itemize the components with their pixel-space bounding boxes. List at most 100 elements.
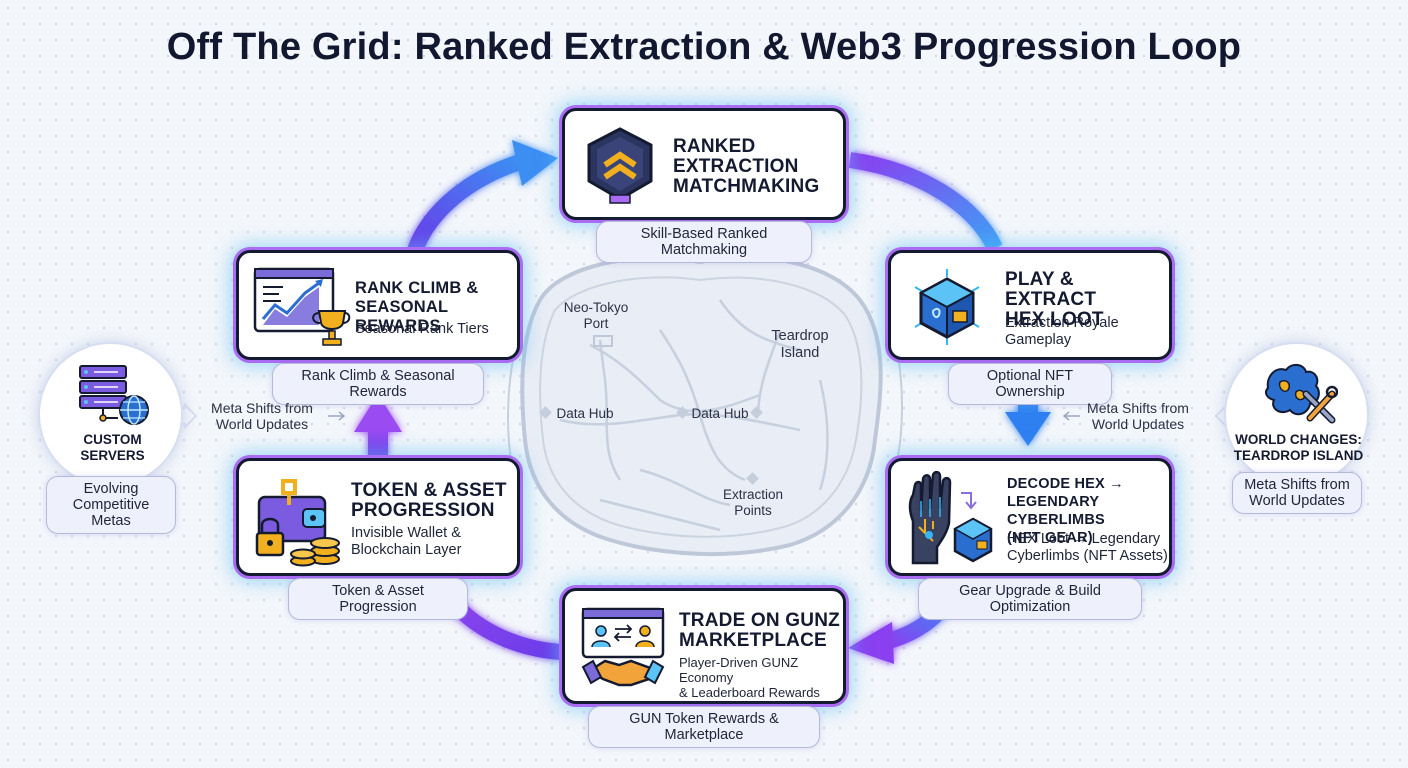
stage-subtitle-play-line1: Extraction Royale	[1005, 315, 1119, 331]
custom-servers-title: CUSTOM SERVERS	[40, 432, 185, 464]
left-meta-note-line2: World Updates	[215, 416, 309, 432]
chart-trophy-icon	[253, 267, 351, 346]
stage-title-rank: RANK CLIMB & SEASONAL REWARDS	[355, 279, 517, 336]
custom-servers-pill-line1: Evolving	[83, 481, 139, 497]
hex-crate-icon	[914, 269, 980, 345]
stage-card-rank[interactable]: RANK CLIMB & SEASONAL REWARDS Seasonal R…	[236, 250, 520, 360]
stage-title-trade-line1: TRADE ON GUNZ	[679, 610, 840, 631]
stage-title-rank-line2: SEASONAL REWARDS	[355, 298, 448, 335]
stage-pill-play: Optional NFT Ownership	[948, 363, 1112, 405]
stage-card-ranked[interactable]: RANKED EXTRACTION MATCHMAKING	[562, 108, 846, 220]
stage-pill-token: Token & Asset Progression	[288, 578, 468, 620]
stage-pill-ranked: Skill-Based Ranked Matchmaking	[596, 221, 812, 263]
stage-title-decode-line2: LEGENDARY CYBERLIMBS	[1007, 494, 1105, 528]
map-roads	[559, 299, 829, 532]
world-changes-title-line1: WORLD CHANGES:	[1235, 432, 1362, 447]
stage-card-token[interactable]: TOKEN & ASSET PROGRESSION Invisible Wall…	[236, 458, 520, 576]
map-label-data-hub-left: Data Hub	[556, 406, 614, 421]
map-label-neo-tokyo-line1: Neo-Tokyo	[563, 300, 629, 315]
neo-tokyo-pier	[593, 335, 613, 347]
map-label-extraction-line1: Extraction	[722, 487, 784, 502]
stage-title-ranked-line1: RANKED	[673, 136, 756, 157]
stage-title-ranked-line2: EXTRACTION	[673, 156, 799, 177]
left-meta-note-line1: Meta Shifts from	[211, 400, 313, 416]
stage-title-play-line1: PLAY & EXTRACT	[1005, 269, 1097, 310]
stage-subtitle-rank: Seasonal Rank Tiers	[355, 321, 489, 338]
custom-servers-bubble: CUSTOM SERVERS	[38, 342, 183, 487]
stage-card-play[interactable]: PLAY & EXTRACT HEX LOOT Extraction Royal…	[888, 250, 1172, 360]
stage-title-token-line1: TOKEN & ASSET	[351, 480, 507, 501]
arrow-ranked-to-play	[848, 152, 1003, 252]
world-changes-pill-line2: World Updates	[1249, 493, 1345, 509]
world-changes-pill: Meta Shifts from World Updates	[1232, 472, 1362, 514]
arrow-play-to-decode-head	[1005, 412, 1051, 446]
map-label-extraction-line2: Points	[734, 503, 772, 518]
stage-title-rank-line1: RANK CLIMB &	[355, 279, 479, 297]
wallet-icon	[255, 479, 340, 567]
map-label-teardrop: Teardrop Island	[760, 328, 840, 362]
stage-pill-rank: Rank Climb & Seasonal Rewards	[272, 363, 484, 405]
map-label-neo-tokyo-line2: Port	[583, 316, 609, 331]
world-changes-pill-line1: Meta Shifts from	[1244, 477, 1350, 493]
stage-pill-trade: GUN Token Rewards & Marketplace	[588, 706, 820, 748]
chevron-shield-icon	[587, 127, 653, 204]
map-label-teardrop-line2: Island	[780, 345, 820, 361]
stage-subtitle-token-line2: Blockchain Layer	[351, 542, 462, 558]
stage-title-trade: TRADE ON GUNZ MARKETPLACE	[679, 611, 840, 651]
left-note-arrow	[328, 411, 346, 421]
custom-servers-title-line2: SERVERS	[80, 448, 145, 463]
right-note-arrow	[1062, 411, 1080, 421]
right-meta-note-line1: Meta Shifts from	[1087, 400, 1189, 416]
map-label-data-hub-center: Data Hub	[691, 406, 749, 421]
stage-subtitle-decode: HEX Loot → Legendary Cyberlimbs (NFT Ass…	[1007, 531, 1168, 565]
stage-title-token-line2: PROGRESSION	[351, 500, 495, 521]
stage-subtitle-decode-line1: HEX Loot → Legendary	[1007, 531, 1161, 547]
stage-title-decode-line1: DECODE HEX →	[1007, 476, 1124, 492]
stage-title-trade-line2: MARKETPLACE	[679, 630, 827, 651]
stage-card-decode[interactable]: DECODE HEX → LEGENDARY CYBERLIMBS (NFT G…	[888, 458, 1172, 576]
page-title: Off The Grid: Ranked Extraction & Web3 P…	[166, 26, 1242, 68]
map-label-neo-tokyo: Neo-Tokyo Port	[556, 300, 636, 332]
right-meta-note-line2: World Updates	[1091, 416, 1185, 432]
stage-subtitle-token-line1: Invisible Wallet &	[351, 525, 461, 541]
stage-subtitle-play-line2: Gameplay	[1005, 332, 1072, 348]
map-label-teardrop-line1: Teardrop	[771, 328, 829, 344]
arrow-rank-to-ranked	[407, 154, 523, 254]
arrow-rank-to-ranked-head	[512, 140, 558, 186]
custom-servers-pill: Evolving Competitive Metas	[46, 476, 176, 534]
cyber-hand-icon	[908, 471, 993, 565]
world-changes-title: WORLD CHANGES: TEARDROP ISLAND	[1226, 432, 1371, 464]
server-globe-icon	[79, 365, 149, 425]
stage-pill-decode: Gear Upgrade & Build Optimization	[918, 578, 1142, 620]
stage-title-token: TOKEN & ASSET PROGRESSION	[351, 481, 507, 521]
stage-subtitle-trade-line2: & Leaderboard Rewards	[679, 685, 820, 700]
stage-subtitle-play: Extraction Royale Gameplay	[1005, 315, 1119, 349]
world-changes-bubble: WORLD CHANGES: TEARDROP ISLAND	[1224, 342, 1369, 487]
map-wrench-icon	[1265, 364, 1338, 424]
custom-servers-title-line1: CUSTOM	[83, 432, 142, 447]
stage-subtitle-trade: Player-Driven GUNZ Economy & Leaderboard…	[679, 655, 843, 700]
world-changes-title-line2: TEARDROP ISLAND	[1233, 448, 1364, 463]
left-bubble-tail	[183, 403, 198, 429]
left-meta-note: Meta Shifts from World Updates	[200, 400, 324, 432]
stage-subtitle-token: Invisible Wallet & Blockchain Layer	[351, 525, 461, 559]
stage-subtitle-trade-line1: Player-Driven GUNZ Economy	[679, 655, 799, 685]
arrow-decode-to-trade-head	[848, 622, 894, 664]
stage-title-ranked: RANKED EXTRACTION MATCHMAKING	[673, 137, 819, 197]
island-outline-inner	[539, 276, 863, 538]
stage-subtitle-decode-line2: Cyberlimbs (NFT Assets)	[1007, 548, 1168, 564]
island-map	[507, 241, 903, 557]
stage-subtitle-rank-line1: Seasonal Rank Tiers	[355, 321, 489, 337]
arrow-token-to-rank-head	[354, 394, 402, 432]
stage-card-trade[interactable]: TRADE ON GUNZ MARKETPLACE Player-Driven …	[562, 588, 846, 704]
right-meta-note: Meta Shifts from World Updates	[1082, 400, 1194, 432]
map-label-extraction: Extraction Points	[713, 487, 793, 519]
custom-servers-pill-line2: Competitive Metas	[72, 497, 150, 529]
stage-title-decode: DECODE HEX → LEGENDARY CYBERLIMBS (NFT G…	[1007, 475, 1169, 547]
stage-title-play-line2: HEX LOOT	[1005, 309, 1104, 330]
handshake-icon	[581, 607, 665, 687]
stage-title-ranked-line3: MATCHMAKING	[673, 176, 820, 197]
stage-title-decode-line3: (NFT GEAR)	[1007, 530, 1093, 546]
arrow-token-to-rank-shaft	[368, 428, 388, 458]
stage-title-play: PLAY & EXTRACT HEX LOOT	[1005, 270, 1169, 330]
